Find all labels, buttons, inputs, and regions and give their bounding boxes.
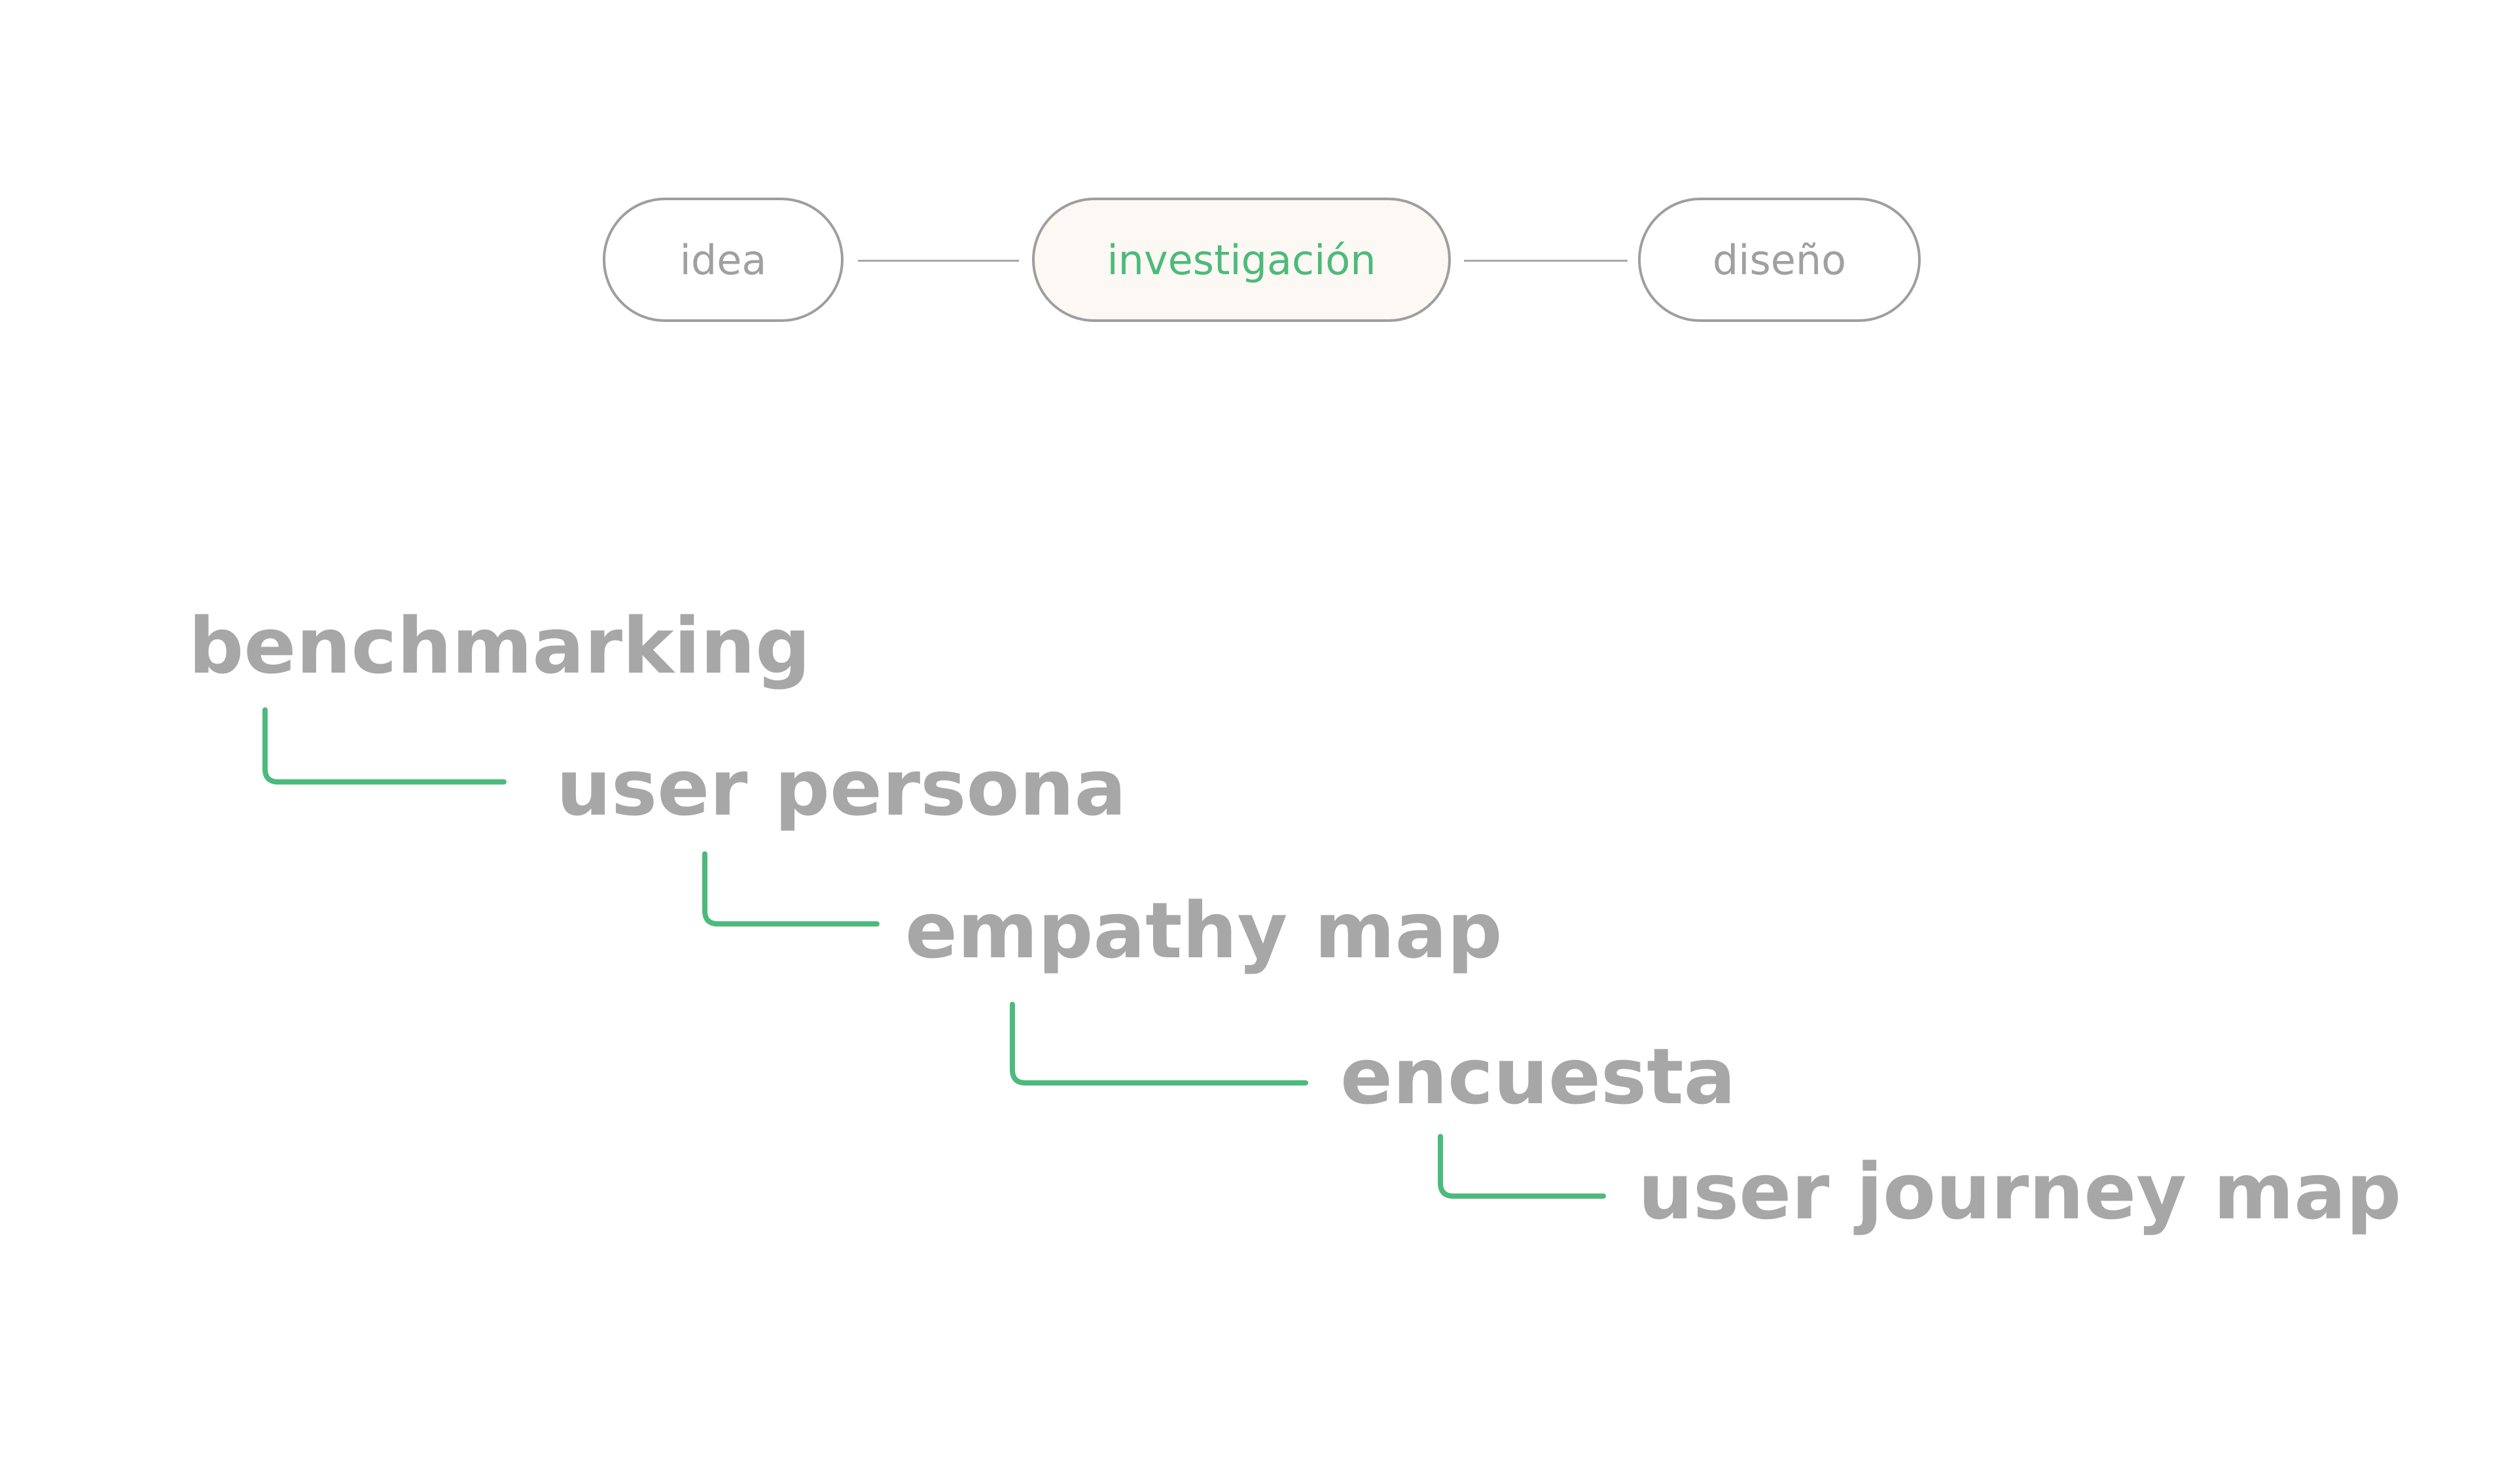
bracket-connector [702, 851, 880, 927]
stage-pill-diseno[interactable]: diseño [1638, 198, 1921, 322]
stage-connector [1464, 260, 1628, 262]
stage-pill-investigacion[interactable]: investigación [1032, 198, 1451, 322]
step-user-persona: user persona [556, 743, 1127, 833]
bracket-connector [262, 707, 507, 785]
step-encuesta: encuesta [1340, 1031, 1736, 1122]
bracket-connector [1010, 1002, 1308, 1086]
bracket-connector [1438, 1134, 1606, 1199]
step-user-journey-map: user journey map [1638, 1146, 2402, 1237]
stage-connector [858, 260, 1019, 262]
step-benchmarking: benchmarking [188, 601, 811, 691]
step-empathy-map: empathy map [905, 885, 1503, 976]
stage-pill-idea[interactable]: idea [603, 198, 844, 322]
